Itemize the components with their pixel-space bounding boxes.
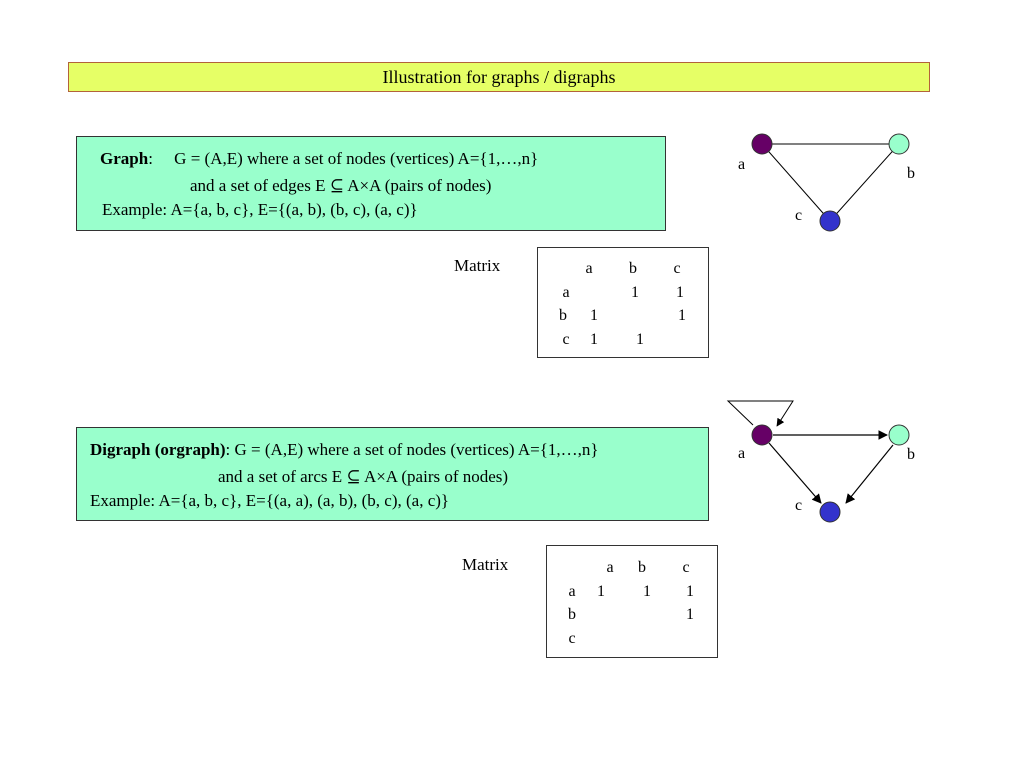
graph-definition-box: Graph: G = (A,E) where a set of nodes (v… (76, 136, 666, 231)
matrix-col-header: b (638, 559, 646, 576)
graph-heading: Graph (100, 149, 149, 168)
digraph-definition-box: Digraph (orgraph): G = (A,E) where a set… (76, 427, 709, 521)
matrix-cell: 1 (636, 331, 644, 348)
digraph-example: Example: A={a, b, c}, E={(a, a), (a, b),… (90, 491, 450, 510)
slide-title: Illustration for graphs / digraphs (68, 62, 930, 92)
digraph-node-b (888, 424, 910, 446)
digraph-diagram: a b c (726, 400, 915, 523)
graph-node-a (751, 133, 773, 155)
graph-edges-line: and a set of edges E ⊆ A×A (pairs of nod… (190, 176, 492, 195)
matrix-col-header: a (606, 559, 614, 576)
digraph-definition: G = (A,E) where a set of nodes (vertices… (234, 440, 599, 459)
matrix-row-header: c (562, 331, 570, 348)
digraph-node-a (751, 424, 773, 446)
matrix-col-header: c (682, 559, 690, 576)
digraph-heading: Digraph (orgraph) (90, 440, 226, 459)
graph-adjacency-matrix: a b c a 1 1 b 1 1 c 1 1 (537, 247, 709, 358)
graph-node-label-c: c (795, 207, 802, 224)
digraph-node-label-a: a (738, 445, 745, 462)
digraph-definition-line: Digraph (orgraph): G = (A,E) where a set… (90, 440, 599, 460)
matrix-row-header: a (568, 583, 576, 600)
digraph-matrix-label: Matrix (462, 555, 509, 574)
matrix-col-header: b (629, 260, 637, 277)
digraph-arc-a-c (768, 442, 822, 504)
matrix-row-header: a (562, 284, 570, 301)
matrix-cell: 1 (676, 284, 684, 301)
matrix-cell: 1 (678, 307, 686, 324)
matrix-cell: 1 (597, 583, 605, 600)
graph-edge-b-c (829, 143, 900, 222)
graph-node-label-a: a (738, 156, 745, 173)
digraph-loop-a-a (726, 400, 794, 427)
matrix-cell: 1 (686, 606, 694, 623)
graph-diagram: a b c (738, 133, 915, 232)
graph-node-b (888, 133, 910, 155)
digraph-node-label-b: b (907, 446, 915, 463)
graph-example: Example: A={a, b, c}, E={(a, b), (b, c),… (102, 200, 418, 219)
matrix-col-header: c (673, 260, 681, 277)
digraph-heading-colon: : (225, 440, 231, 459)
matrix-col-header: a (585, 260, 593, 277)
matrix-row-header: b (559, 307, 567, 324)
graph-node-label-b: b (907, 165, 915, 182)
graph-edge-a-c (761, 143, 831, 222)
digraph-node-c (819, 501, 841, 523)
graph-heading-colon: : (148, 149, 153, 168)
graph-definition-line: Graph: G = (A,E) where a set of nodes (v… (100, 149, 538, 169)
digraph-node-label-c: c (795, 497, 802, 514)
digraph-arcs-line: and a set of arcs E ⊆ A×A (pairs of node… (218, 467, 509, 486)
matrix-cell: 1 (686, 583, 694, 600)
matrix-row-header: b (568, 606, 576, 623)
digraph-adjacency-matrix: a b c a 1 1 1 b 1 c (546, 545, 718, 658)
matrix-cell: 1 (590, 331, 598, 348)
digraph-arc-b-c (845, 444, 894, 504)
graph-matrix-label: Matrix (454, 256, 501, 275)
matrix-row-header: c (568, 630, 576, 647)
graph-definition: G = (A,E) where a set of nodes (vertices… (174, 149, 539, 168)
matrix-cell: 1 (590, 307, 598, 324)
matrix-cell: 1 (631, 284, 639, 301)
graph-node-c (819, 210, 841, 232)
matrix-cell: 1 (643, 583, 651, 600)
